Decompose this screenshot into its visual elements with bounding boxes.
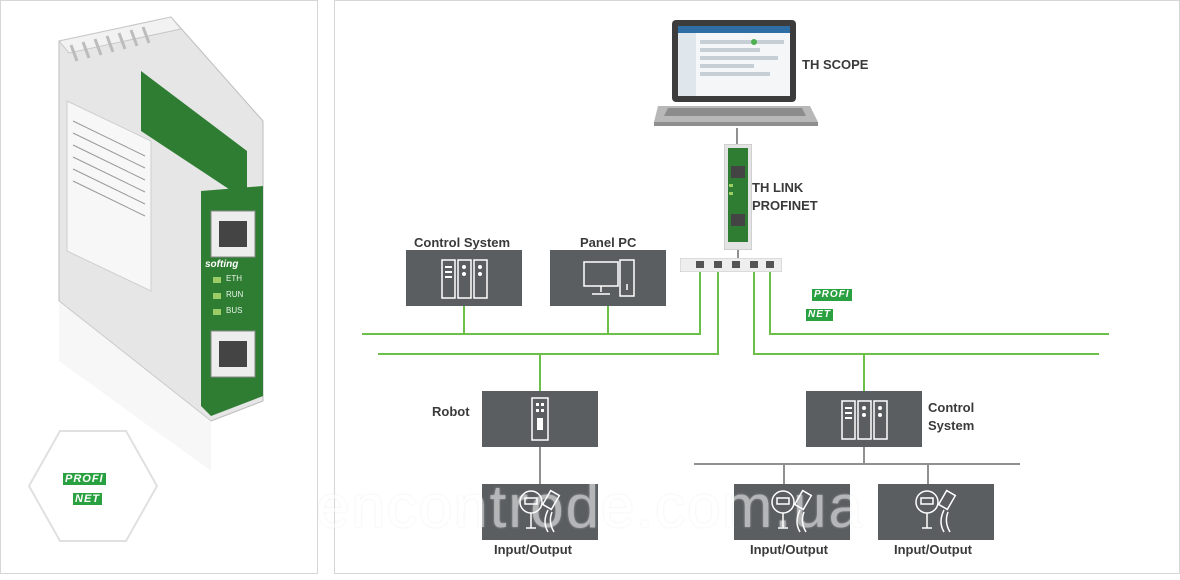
profinet-bus-upper-left	[362, 333, 701, 335]
fieldbus-line	[694, 463, 1020, 465]
io-label-1: Input/Output	[494, 542, 572, 557]
profinet-bus-lower-right	[753, 353, 1099, 355]
control-system-right-label-line2: System	[928, 418, 975, 433]
th-link-device-icon	[724, 144, 752, 250]
th-link-label-line2: PROFINET	[752, 198, 818, 213]
sensor-actuator-icon-3	[915, 489, 957, 533]
control-system-right-label-line1: Control	[928, 400, 975, 415]
control-system-top-label: Control System	[414, 235, 511, 250]
fieldbus-drop-2	[927, 463, 929, 484]
network-switch-icon	[680, 258, 782, 272]
profinet-bus-upper-right	[769, 333, 1109, 335]
io-module-icon	[531, 397, 549, 441]
io-box-2	[734, 484, 850, 540]
io-box-3	[878, 484, 994, 540]
plc-rack-icon	[441, 259, 488, 299]
th-link-label-line1: TH LINK	[752, 180, 804, 195]
robot-label: Robot	[432, 404, 470, 419]
panel-pc-link	[607, 306, 609, 334]
sensor-actuator-icon	[519, 489, 561, 533]
usb-cable-line	[736, 128, 738, 146]
robot-box	[482, 391, 598, 447]
robot-to-io-line	[539, 447, 541, 484]
profinet-diagram-word1: PROFI	[812, 289, 852, 301]
led-label-bus: BUS	[226, 306, 243, 315]
sensor-actuator-icon-2	[771, 489, 813, 533]
fieldbus-drop-1	[783, 463, 785, 484]
control-to-fieldbus-line	[863, 447, 865, 464]
panel-pc-label: Panel PC	[580, 235, 637, 250]
control-system-right-link	[863, 353, 865, 391]
device-photo-panel: softing ETH RUN BUS PROFI NET	[0, 0, 318, 574]
io-label-2: Input/Output	[750, 542, 828, 557]
switch-drop-4	[769, 272, 771, 334]
profinet-word1: PROFI	[63, 473, 106, 485]
profinet-logo-left: PROFI NET	[63, 469, 106, 507]
th-link-to-switch-line	[737, 250, 739, 260]
control-system-right-box	[806, 391, 922, 447]
switch-drop-3	[753, 272, 755, 354]
control-system-top-box	[406, 250, 522, 306]
switch-drop-1	[699, 272, 701, 334]
watermark-text: encontrode.com.ua	[316, 473, 864, 540]
switch-drop-2	[717, 272, 719, 354]
profinet-logo-diagram: PROFI NET	[806, 284, 852, 322]
profinet-word2: NET	[73, 493, 102, 505]
plc-rack-icon-right	[841, 400, 888, 440]
io-label-3: Input/Output	[894, 542, 972, 557]
robot-link	[539, 353, 541, 391]
desktop-pc-icon	[583, 259, 635, 297]
panel-pc-box	[550, 250, 666, 306]
laptop-icon	[654, 20, 818, 126]
io-box-1	[482, 484, 598, 540]
profinet-bus-lower-left	[378, 353, 719, 355]
th-scope-label: TH SCOPE	[802, 57, 869, 72]
led-label-run: RUN	[226, 290, 244, 299]
control-system-top-link	[463, 306, 465, 334]
profinet-diagram-word2: NET	[806, 309, 833, 321]
led-label-eth: ETH	[226, 274, 242, 283]
device-brand: softing	[205, 259, 239, 270]
th-link-device-illustration	[58, 16, 264, 471]
profinet-hexagon-badge	[27, 430, 159, 542]
